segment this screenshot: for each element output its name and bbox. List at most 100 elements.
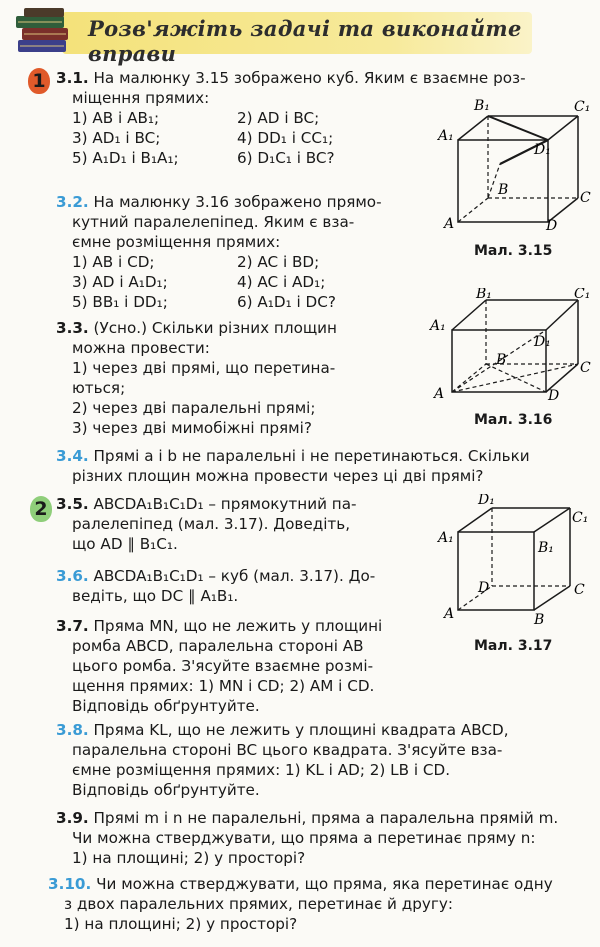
task-text: різних площин можна провести через ці дв… xyxy=(72,467,484,485)
task-text: що AD ∥ B₁C₁. xyxy=(72,535,178,553)
option: 5) BB₁ і DD₁; xyxy=(72,293,168,311)
option: 1) AB і CD; xyxy=(72,253,155,271)
option: 2) AC і BD; xyxy=(237,253,320,271)
task-text: 1) на площині; 2) у просторі? xyxy=(72,849,306,867)
task-number: 3.6. xyxy=(56,567,89,585)
task-3-6: 3.6. ABCDA₁B₁C₁D₁ – куб (мал. 3.17). До-… xyxy=(56,566,436,606)
task-text: кутний паралелепіпед. Яким є вза- xyxy=(72,213,355,231)
task-number: 3.1. xyxy=(56,69,89,87)
option: 5) A₁D₁ і B₁A₁; xyxy=(72,149,179,167)
vertex-label: D₁ xyxy=(533,142,551,158)
task-text: паралельна стороні BC цього квадрата. З'… xyxy=(72,741,503,759)
task-number: 3.4. xyxy=(56,447,89,465)
task-number: 3.9. xyxy=(56,809,89,827)
section-banner xyxy=(62,12,532,54)
task-text: 1) на площині; 2) у просторі? xyxy=(64,915,298,933)
task-number: 3.7. xyxy=(56,617,89,635)
task-text: міщення прямих: xyxy=(72,89,210,107)
books-icon xyxy=(16,8,68,52)
task-item: ються; xyxy=(72,379,126,397)
task-item: 2) через дві паралельні прямі; xyxy=(72,399,316,417)
vertex-label: D₁ xyxy=(533,334,551,350)
task-3-3: 3.3. (Усно.) Скільки різних площин можна… xyxy=(56,318,416,438)
level-badge-2: 2 xyxy=(30,496,52,522)
vertex-label: C xyxy=(580,190,591,206)
task-text: ведіть, що DC ∥ A₁B₁. xyxy=(72,587,239,605)
figure-caption-3-15: Мал. 3.15 xyxy=(474,243,553,259)
figure-caption-3-16: Мал. 3.16 xyxy=(474,412,553,428)
vertex-label: A₁ xyxy=(436,530,454,546)
level-badge-1: 1 xyxy=(28,68,50,94)
task-text: з двох паралельних прямих, перетинає й д… xyxy=(64,895,453,913)
figure-caption-3-17: Мал. 3.17 xyxy=(474,638,553,654)
option: 4) DD₁ і CC₁; xyxy=(237,129,334,147)
option: 1) AB і AB₁; xyxy=(72,109,160,127)
vertex-label: D xyxy=(477,580,489,596)
task-3-8: 3.8. Пряма KL, що не лежить у площині кв… xyxy=(56,720,596,800)
figure-3-15-cube: A₁ B₁ C₁ D₁ B C A D xyxy=(436,98,591,234)
vertex-label: C xyxy=(580,360,591,376)
option: 2) AD і BC; xyxy=(237,109,320,127)
task-text: На малюнку 3.16 зображено прямо- xyxy=(93,193,382,211)
task-text: цього ромба. З'ясуйте взаємне розмі- xyxy=(72,657,374,675)
task-text: Пряма KL, що не лежить у площині квадрат… xyxy=(93,721,509,739)
task-3-2: 3.2. На малюнку 3.16 зображено прямо- ку… xyxy=(56,192,436,312)
task-3-9: 3.9. Прямі m і n не паралельні, пряма a … xyxy=(56,808,596,868)
task-text: ралелепіпед (мал. 3.17). Доведіть, xyxy=(72,515,351,533)
task-text: ємне розміщення прямих: xyxy=(72,233,281,251)
task-number: 3.5. xyxy=(56,495,89,513)
vertex-label: A xyxy=(432,386,444,400)
option: 6) A₁D₁ і DC? xyxy=(237,293,336,311)
task-3-7: 3.7. Пряма MN, що не лежить у площині ро… xyxy=(56,616,456,716)
task-text: ABCDA₁B₁C₁D₁ – прямокутний па- xyxy=(93,495,357,513)
option: 3) AD і A₁D₁; xyxy=(72,273,168,291)
vertex-label: A xyxy=(442,216,454,232)
task-text: Пряма MN, що не лежить у площині xyxy=(93,617,383,635)
option: 3) AD₁ і BC; xyxy=(72,129,161,147)
section-title: Розв'яжіть задачі та виконайте вправи xyxy=(88,16,522,66)
figure-3-16-parallelepiped: A₁ B₁ C₁ D₁ B C A D xyxy=(428,288,591,400)
task-text: ємне розміщення прямих: 1) KL і AD; 2) L… xyxy=(72,761,451,779)
task-text: Відповідь обґрунтуйте. xyxy=(72,697,260,715)
task-3-4: 3.4. Прямі a і b не паралельні і не пере… xyxy=(56,446,596,486)
vertex-label: D xyxy=(545,218,557,234)
task-text: Відповідь обґрунтуйте. xyxy=(72,781,260,799)
task-options: 1) AB і AB₁; 2) AD і BC; 3) AD₁ і BC; 4)… xyxy=(56,108,596,168)
option: 4) AC і AD₁; xyxy=(237,273,326,291)
vertex-label: B xyxy=(495,352,506,368)
task-text: Чи можна стверджувати, що пряма, яка пер… xyxy=(96,875,553,893)
task-text: ABCDA₁B₁C₁D₁ – куб (мал. 3.17). До- xyxy=(93,567,376,585)
vertex-label: C₁ xyxy=(574,288,590,302)
task-text: щення прямих: 1) MN і CD; 2) AM і CD. xyxy=(72,677,375,695)
task-number: 3.3. xyxy=(56,319,89,337)
vertex-label: B₁ xyxy=(473,98,490,114)
figure-3-17-cube: D₁ C₁ A₁ B₁ D C A B xyxy=(436,494,588,628)
vertex-label: B₁ xyxy=(537,540,554,556)
task-text: можна провести: xyxy=(72,339,210,357)
option: 6) D₁C₁ і BC? xyxy=(237,149,335,167)
vertex-label: C₁ xyxy=(572,510,588,526)
task-3-1: 3.1. На малюнку 3.15 зображено куб. Яким… xyxy=(56,68,596,168)
task-item: 3) через дві мимобіжні прямі? xyxy=(72,419,312,437)
vertex-label: B xyxy=(497,182,508,198)
task-text: Прямі m і n не паралельні, пряма a парал… xyxy=(93,809,559,827)
task-text: Прямі a і b не паралельні і не перетинаю… xyxy=(93,447,530,465)
task-item: 1) через дві прямі, що перетина- xyxy=(72,359,336,377)
task-options: 1) AB і CD; 2) AC і BD; 3) AD і A₁D₁; 4)… xyxy=(56,252,436,312)
vertex-label: D₁ xyxy=(477,494,495,508)
vertex-label: A xyxy=(442,606,454,622)
task-3-5: 3.5. ABCDA₁B₁C₁D₁ – прямокутний па- рале… xyxy=(56,494,436,554)
task-number: 3.2. xyxy=(56,193,89,211)
vertex-label: B xyxy=(533,612,544,628)
task-number: 3.10. xyxy=(48,875,92,893)
task-3-10: 3.10. Чи можна стверджувати, що пряма, я… xyxy=(48,874,596,934)
vertex-label: B₁ xyxy=(475,288,492,302)
vertex-label: C₁ xyxy=(574,99,590,115)
task-text: На малюнку 3.15 зображено куб. Яким є вз… xyxy=(93,69,526,87)
task-text: ромба ABCD, паралельна стороні AB xyxy=(72,637,364,655)
task-number: 3.8. xyxy=(56,721,89,739)
vertex-label: D xyxy=(547,388,559,400)
task-text: (Усно.) Скільки різних площин xyxy=(93,319,337,337)
vertex-label: A₁ xyxy=(436,128,454,144)
vertex-label: C xyxy=(574,582,585,598)
